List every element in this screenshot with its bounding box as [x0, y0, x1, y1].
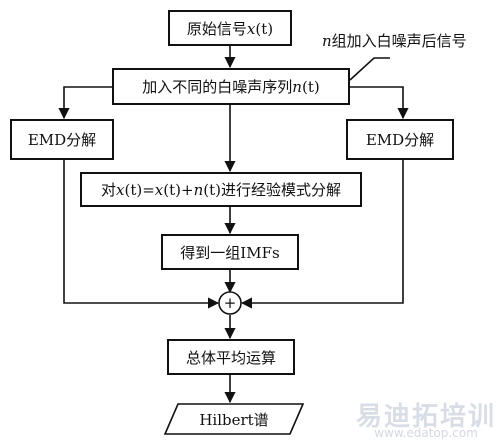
- annotation-pointer: [349, 57, 390, 81]
- noise-signal-annotation: n组加入白噪声后信号: [322, 32, 467, 50]
- add-noise-label: 加入不同的白噪声序列n(t): [142, 78, 320, 96]
- original-signal-box: 原始信号x(t): [168, 10, 292, 46]
- arrow-emd-right-to-sum: [240, 160, 404, 309]
- decomposition-label: 对x(t)=x(t)+n(t)进行经验模式分解: [101, 181, 341, 199]
- add-noise-box: 加入不同的白噪声序列n(t): [112, 68, 350, 105]
- sum-symbol: +: [224, 294, 237, 312]
- arrow-to-emd-right: [350, 86, 409, 120]
- watermark-url: www.edatop.com: [374, 426, 478, 440]
- imfs-box: 得到一组IMFs: [161, 234, 299, 270]
- watermark-logo: 易迪拓培训: [356, 402, 497, 432]
- output-parallelogram: [163, 403, 305, 435]
- arrow-to-emd-left: [58, 86, 112, 120]
- ensemble-average-box: 总体平均运算: [167, 339, 295, 375]
- hilbert-spectrum-label: Hilbert谱: [199, 410, 269, 429]
- original-signal-label: 原始信号x(t): [186, 19, 274, 38]
- sum-node: [218, 291, 242, 315]
- arrow-emd-left-to-sum: [63, 160, 220, 309]
- emd-left-box: EMD分解: [10, 119, 114, 160]
- decomposition-box: 对x(t)=x(t)+n(t)进行经验模式分解: [80, 172, 362, 207]
- emd-right-box: EMD分解: [346, 119, 454, 160]
